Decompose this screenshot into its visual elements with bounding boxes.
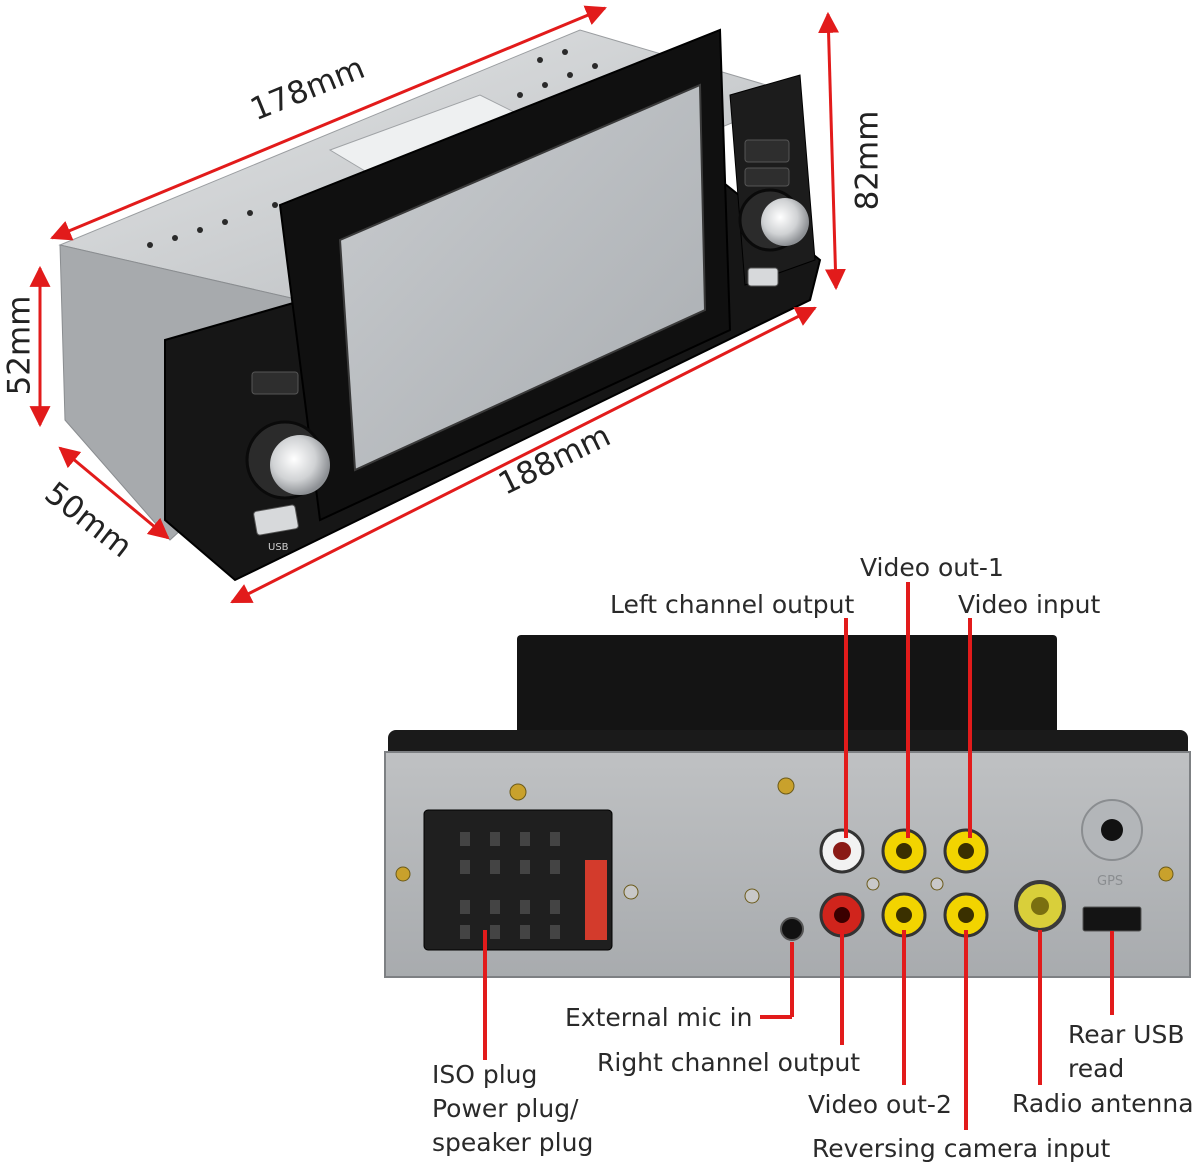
dim-arrow-width-top bbox=[50, 5, 607, 241]
skip-buttons bbox=[744, 167, 790, 187]
label-rear-usb: Rear USB bbox=[1068, 1020, 1185, 1049]
label-video-out-2: Video out-2 bbox=[808, 1090, 952, 1119]
label-left-channel-output: Left channel output bbox=[610, 590, 855, 619]
callout-lines bbox=[483, 582, 1114, 1130]
label-rear-usb-read: read bbox=[1068, 1054, 1125, 1083]
volume-knob-cap bbox=[270, 435, 330, 495]
dim-arrow-width-bottom bbox=[230, 306, 817, 604]
front-usb-port-right bbox=[747, 267, 779, 287]
dim-arrow-depth bbox=[58, 446, 170, 540]
rear-usb-port bbox=[1082, 906, 1142, 932]
label-video-input: Video input bbox=[958, 590, 1101, 619]
label-video-out-1: Video out-1 bbox=[860, 553, 1004, 582]
front-usb-label: USB bbox=[268, 542, 289, 553]
rear-panel-view: GPS bbox=[384, 582, 1191, 1130]
label-reversing-camera-input: Reversing camera input bbox=[812, 1134, 1111, 1163]
label-speaker-plug: speaker plug bbox=[432, 1128, 594, 1157]
iso-pins bbox=[460, 832, 560, 939]
rear-screen-top bbox=[517, 635, 1057, 735]
label-power-plug: Power plug/ bbox=[432, 1094, 579, 1123]
dim-height-body: 52mm bbox=[1, 295, 38, 396]
mode-button bbox=[251, 371, 299, 395]
bt-button bbox=[744, 139, 790, 163]
top-product-view: USB bbox=[29, 5, 846, 604]
mic-jack bbox=[780, 917, 804, 941]
tuning-knob-cap bbox=[761, 198, 809, 246]
iso-fuse bbox=[585, 860, 607, 940]
label-external-mic-in: External mic in bbox=[565, 1003, 753, 1032]
iso-connector bbox=[423, 809, 613, 951]
gps-label: GPS bbox=[1097, 874, 1123, 889]
label-radio-antenna: Radio antenna bbox=[1012, 1089, 1194, 1118]
label-iso-plug: ISO plug bbox=[432, 1060, 538, 1089]
label-right-channel-output: Right channel output bbox=[597, 1048, 861, 1077]
radio-antenna-pin bbox=[1031, 897, 1049, 915]
gps-socket-hole bbox=[1101, 819, 1123, 841]
dim-arrow-height-screen bbox=[818, 11, 846, 291]
dim-height-screen: 82mm bbox=[849, 110, 886, 211]
rear-screws bbox=[395, 777, 1174, 904]
